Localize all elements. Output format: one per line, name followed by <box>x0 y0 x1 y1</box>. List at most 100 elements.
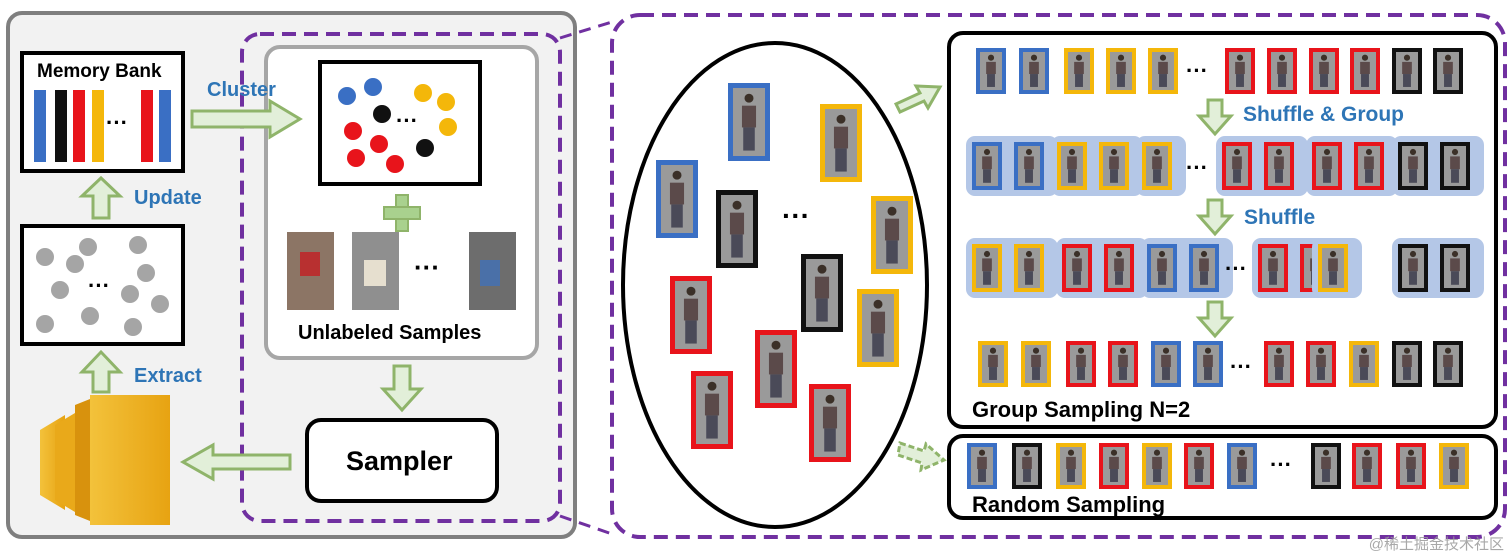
features-ellipsis: ··· <box>88 273 110 298</box>
person-crop <box>801 254 843 332</box>
memory-bar <box>92 90 104 162</box>
memory-bank-ellipsis: ··· <box>106 110 128 135</box>
person-crop <box>1099 142 1129 190</box>
sampler-box <box>305 418 499 503</box>
dashed-selection-left <box>240 32 562 523</box>
ellipse-ellipsis: ··· <box>782 200 810 231</box>
group-sampling-box <box>947 31 1498 429</box>
memory-bank-title: Memory Bank <box>37 61 162 82</box>
plus-icon <box>383 194 421 232</box>
person-crop <box>978 341 1008 387</box>
crops-ellipsis: ··· <box>414 252 440 282</box>
person-crop <box>1258 244 1288 292</box>
cluster-label: Cluster <box>207 79 276 101</box>
random-sampling-label: Random Sampling <box>972 492 1166 517</box>
person-crop <box>1014 142 1044 190</box>
person-crop <box>1142 142 1172 190</box>
person-crop <box>1014 244 1044 292</box>
row3-ellipsis: ··· <box>1225 256 1247 281</box>
feature-dot <box>66 255 84 273</box>
person-crop <box>1021 341 1051 387</box>
cluster-dot <box>439 118 457 136</box>
cluster-dot <box>344 122 362 140</box>
person-crop <box>1398 142 1428 190</box>
person-crop <box>1189 244 1219 292</box>
cluster-dot <box>416 139 434 157</box>
person-crop <box>809 384 851 462</box>
feature-dot <box>36 315 54 333</box>
sampler-to-model-arrow <box>179 442 292 482</box>
identity-row-original <box>976 48 1463 94</box>
feature-dot <box>79 238 97 256</box>
person-crop <box>1225 48 1255 94</box>
person-crop <box>1318 244 1348 292</box>
memory-bar <box>141 90 153 162</box>
person-crop <box>1056 443 1086 489</box>
shuffle-group-label: Shuffle & Group <box>1243 103 1404 126</box>
cluster-dot <box>338 87 356 105</box>
cluster-dot <box>370 135 388 153</box>
cluster-dot <box>386 155 404 173</box>
person-crop <box>1349 341 1379 387</box>
person-crop <box>1184 443 1214 489</box>
person-crop <box>1396 443 1426 489</box>
person-crop <box>1012 443 1042 489</box>
cnn-model-icon <box>40 395 170 525</box>
memory-bar <box>73 90 85 162</box>
person-crop <box>1066 341 1096 387</box>
person-crop <box>716 190 758 268</box>
feature-dot <box>81 307 99 325</box>
dataset-ellipse <box>621 41 929 529</box>
person-crop <box>1433 341 1463 387</box>
identity-row-sampled <box>978 341 1463 387</box>
cluster-ellipsis: ··· <box>396 108 418 133</box>
feature-dots <box>36 236 169 336</box>
dashed-connector-top <box>559 20 613 40</box>
dashed-selection-right <box>610 13 1507 539</box>
feature-dot <box>129 236 147 254</box>
identity-row-random <box>967 443 1469 489</box>
person-crop <box>670 276 712 354</box>
person-crop <box>728 83 770 161</box>
person-crop <box>1222 142 1252 190</box>
person-crop <box>1352 443 1382 489</box>
shuffle-label: Shuffle <box>1244 206 1316 229</box>
unlabeled-sample-crops <box>287 232 516 310</box>
person-crop <box>1148 48 1178 94</box>
feature-dot <box>137 264 155 282</box>
memory-bar <box>159 90 171 162</box>
feature-dot <box>51 281 69 299</box>
person-crop <box>1147 244 1177 292</box>
person-crop <box>755 330 797 408</box>
cluster-dots <box>338 78 457 173</box>
dashed-connector-bottom <box>559 514 613 536</box>
person-crop <box>976 48 1006 94</box>
person-crop <box>820 104 862 182</box>
feature-dot <box>151 295 169 313</box>
extract-arrow <box>78 349 124 394</box>
person-crop <box>1398 244 1428 292</box>
person-crop <box>1104 244 1134 292</box>
person-crop <box>1151 341 1181 387</box>
person-crop <box>1267 48 1297 94</box>
person-crop <box>857 289 899 367</box>
feature-dot <box>121 285 139 303</box>
group-sampling-label: Group Sampling N=2 <box>972 397 1191 422</box>
person-crop <box>1062 244 1092 292</box>
person-crop <box>1099 443 1129 489</box>
person-crop <box>656 160 698 238</box>
update-label: Update <box>134 187 202 209</box>
person-crop <box>1142 443 1172 489</box>
feature-dot <box>124 318 142 336</box>
sample-arrow <box>1195 300 1235 339</box>
watermark: @稀土掘金技术社区 <box>1368 536 1504 553</box>
identity-row-shuffled <box>966 238 1484 298</box>
person-crop <box>871 196 913 274</box>
person-crop <box>972 244 1002 292</box>
person-crop <box>1264 341 1294 387</box>
cluster-dot <box>373 105 391 123</box>
sampler-label: Sampler <box>346 446 453 476</box>
person-crop <box>1440 244 1470 292</box>
person-crop <box>1439 443 1469 489</box>
